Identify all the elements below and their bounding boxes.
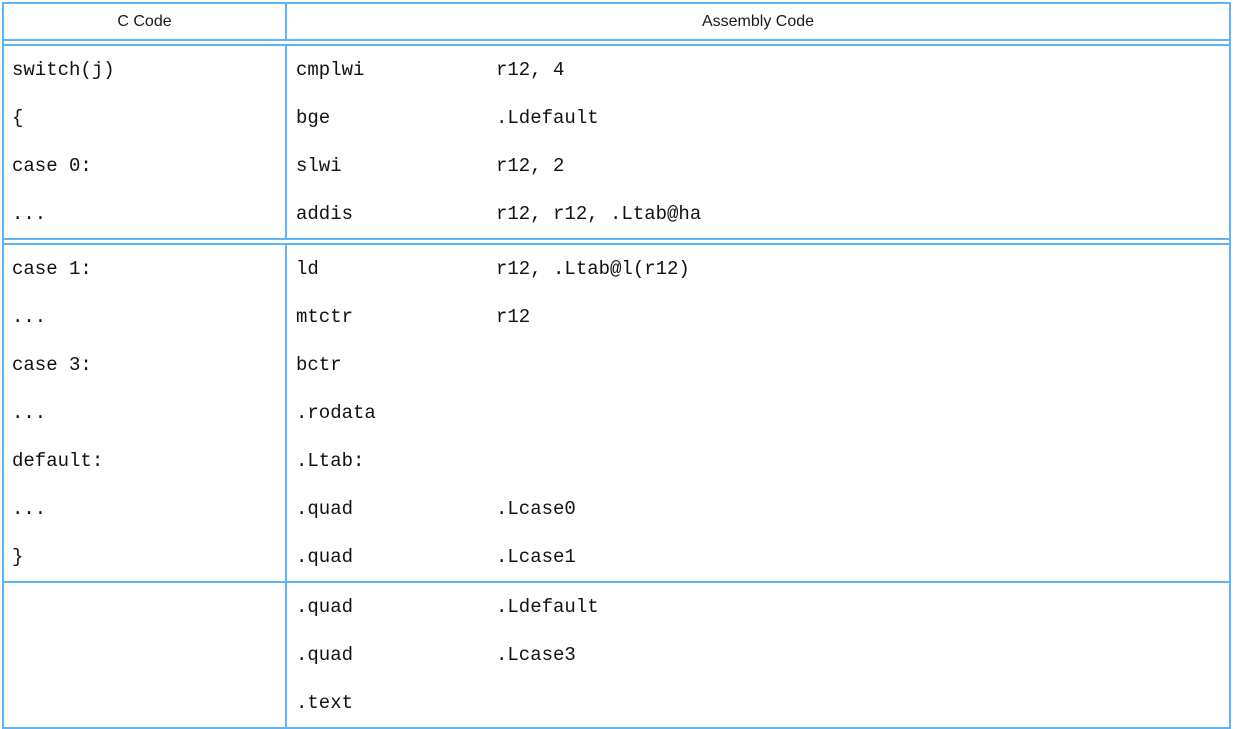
cell-c-code: switch(j) { case 0:... [4, 46, 287, 238]
empty-line [4, 679, 285, 727]
assembly-code-line: .quad .Lcase3 [287, 631, 1229, 679]
assembly-mnemonic: cmplwi [296, 59, 365, 81]
assembly-operands: .Lcase0 [496, 498, 576, 520]
table-header-row: C Code Assembly Code [4, 4, 1229, 39]
assembly-code-line: ld r12, .Ltab@l(r12) [287, 245, 1229, 293]
c-code-line: ... [12, 306, 47, 328]
assembly-code-line: cmplwi r12, 4 [287, 46, 1229, 94]
assembly-mnemonic: .quad [296, 644, 354, 666]
c-code-line: default: [12, 450, 104, 472]
cell-assembly-code: ld r12, .Ltab@l(r12) mtctr r12 bctr .rodata .L… [287, 245, 1229, 581]
cell-assembly-code: .quad .Ldefault .quad .Lcase3 .text [287, 583, 1229, 727]
empty-line [4, 631, 285, 679]
assembly-mnemonic: .quad [296, 596, 354, 618]
assembly-mnemonic: .text [296, 692, 354, 714]
column-header-c-code-label: C Code [117, 12, 172, 30]
c-code-line: switch(j) [12, 59, 115, 81]
assembly-code-line: bge .Ldefault [287, 94, 1229, 142]
assembly-code-line: bctr [287, 341, 1229, 389]
assembly-code-line: .Ltab: [287, 437, 1229, 485]
assembly-operands: r12, 2 [496, 155, 565, 177]
c-code-line: ... [12, 498, 47, 520]
assembly-code-line: addis r12, r12, .Ltab@ha [287, 190, 1229, 238]
assembly-mnemonic: .quad [296, 498, 354, 520]
c-code-line: case 0: [12, 155, 92, 177]
c-code-line: } [12, 546, 24, 568]
table-row: switch(j) { case 0:... cmplwi r12, 4 bge .Ldef… [4, 46, 1229, 238]
assembly-operands: .Ldefault [496, 596, 599, 618]
assembly-operands: .Ldefault [496, 107, 599, 129]
assembly-code-line: .quad .Lcase1 [287, 533, 1229, 581]
section-single-rule [4, 581, 1229, 583]
assembly-operands: r12 [496, 306, 531, 328]
c-code-line: ... [12, 203, 47, 225]
c-code-line: case 1: [12, 258, 92, 280]
c-code-line: ... [12, 402, 47, 424]
assembly-operands: r12, 4 [496, 59, 565, 81]
column-header-c-code: C Code [4, 4, 287, 39]
assembly-code-line: mtctr r12 [287, 293, 1229, 341]
assembly-operands: .Lcase3 [496, 644, 576, 666]
assembly-mnemonic: bctr [296, 354, 342, 376]
assembly-mnemonic: .rodata [296, 402, 376, 424]
empty-line [4, 583, 285, 631]
cell-c-code: case 1:... case 3:... default:...} [4, 245, 287, 581]
assembly-mnemonic: .Ltab: [296, 450, 365, 472]
assembly-mnemonic: addis [296, 203, 354, 225]
header-double-rule [4, 39, 1229, 46]
table-row: .quad .Ldefault .quad .Lcase3 .text [4, 583, 1229, 727]
assembly-code-line: .rodata [287, 389, 1229, 437]
assembly-mnemonic: ld [296, 258, 319, 280]
assembly-code-line: .quad .Ldefault [287, 583, 1229, 631]
assembly-mnemonic: bge [296, 107, 331, 129]
c-code-line: { [12, 107, 24, 129]
assembly-code-line: .text [287, 679, 1229, 727]
table-body: switch(j) { case 0:... cmplwi r12, 4 bge .Ldef… [4, 46, 1229, 727]
assembly-mnemonic: .quad [296, 546, 354, 568]
assembly-operands: r12, r12, .Ltab@ha [496, 203, 702, 225]
c-code-line: case 3: [12, 354, 92, 376]
cell-assembly-code: cmplwi r12, 4 bge .Ldefault slwi r12, 2 addis r… [287, 46, 1229, 238]
assembly-code-line: .quad .Lcase0 [287, 485, 1229, 533]
assembly-operands: .Lcase1 [496, 546, 576, 568]
column-header-assembly-code-label: Assembly Code [701, 12, 815, 30]
cell-c-code [4, 583, 287, 727]
assembly-code-line: slwi r12, 2 [287, 142, 1229, 190]
assembly-mnemonic: mtctr [296, 306, 354, 328]
table-row: case 1:... case 3:... default:...} ld r12, .… [4, 245, 1229, 581]
assembly-mnemonic: slwi [296, 155, 342, 177]
section-double-rule [4, 238, 1229, 245]
column-header-assembly-code: Assembly Code [287, 4, 1229, 39]
assembly-operands: r12, .Ltab@l(r12) [496, 258, 690, 280]
